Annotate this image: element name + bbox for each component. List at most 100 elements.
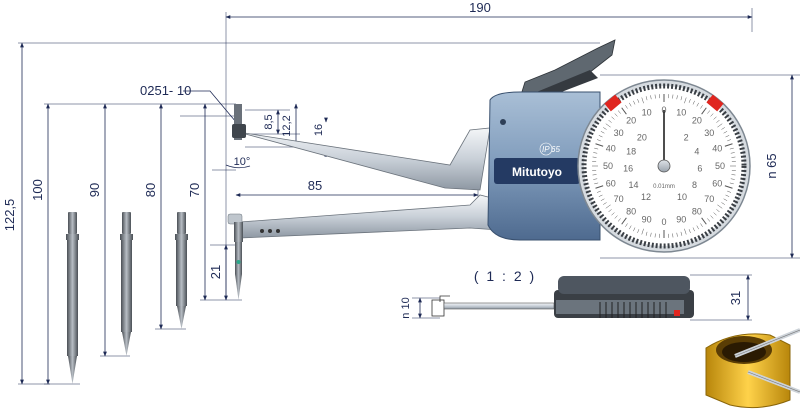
dial-number-inner: 14 xyxy=(628,180,638,190)
dial-tick xyxy=(603,202,607,205)
dial-tick xyxy=(595,185,604,189)
dial-tick xyxy=(595,143,604,147)
dial-tick xyxy=(710,113,714,117)
dial-tick xyxy=(641,228,644,235)
dial-number-outer: 30 xyxy=(704,128,714,138)
dial-number-outer: 40 xyxy=(712,144,722,154)
dim-overall-length: 190 xyxy=(469,0,491,15)
dial-tick xyxy=(592,156,597,158)
dial-tick xyxy=(603,127,607,130)
dial-tick xyxy=(692,227,695,232)
dial-number-outer: 20 xyxy=(626,116,636,126)
dial-tick xyxy=(614,215,618,219)
dial-tick xyxy=(731,156,736,158)
dim-12-2: 12,2 xyxy=(281,115,293,136)
dial-tick xyxy=(710,215,714,219)
dial-number-inner: 6 xyxy=(697,164,702,174)
dial-tick xyxy=(614,113,618,117)
dial-tick xyxy=(592,174,597,176)
tolerance-marker-right[interactable] xyxy=(706,94,724,112)
dim-height-90: 90 xyxy=(87,183,102,197)
dial-tick-marks xyxy=(592,94,736,238)
dial-tick xyxy=(645,231,648,236)
dial-tick xyxy=(724,185,733,189)
dial-number-outer: 90 xyxy=(642,214,652,224)
dim-height-100: 100 xyxy=(30,179,45,201)
contact-point-90 xyxy=(120,212,133,356)
dim-8-5: 8,5 xyxy=(263,114,275,129)
dial-tick xyxy=(696,225,699,230)
tolerance-marker-left[interactable] xyxy=(604,94,622,112)
dial-number-inner: 16 xyxy=(623,164,633,174)
dial-tick xyxy=(701,217,707,225)
dial-tick xyxy=(654,233,656,238)
dial-tick xyxy=(672,94,674,99)
dial-tick xyxy=(684,97,687,104)
dial-tick xyxy=(633,227,636,232)
dial-tick xyxy=(605,123,611,128)
dial-tick xyxy=(680,96,683,101)
dial-tick xyxy=(713,116,717,120)
side-view-knurl xyxy=(599,302,667,318)
dial-tick xyxy=(611,116,615,120)
dim-angle: 10° xyxy=(234,156,251,168)
dial-number-outer: 80 xyxy=(626,206,636,216)
dial-tick xyxy=(707,218,711,222)
lower-contact-tip xyxy=(234,222,243,300)
dial-tick xyxy=(688,98,691,103)
dial-tick xyxy=(700,105,703,109)
dial-tick xyxy=(641,97,644,104)
dial-tick xyxy=(717,123,723,128)
dial-number-inner: 12 xyxy=(641,192,651,202)
dial-tick xyxy=(594,147,599,150)
dial-tick xyxy=(692,100,695,105)
gauge-body: Mitutoyo IP 65 xyxy=(487,91,601,241)
dial-tick xyxy=(696,102,699,107)
dial-number-outer: 20 xyxy=(692,116,702,126)
dial-number-inner: 8 xyxy=(692,180,697,190)
dial-tick xyxy=(598,135,603,138)
dial-tick xyxy=(713,212,717,216)
dial-tick xyxy=(621,107,627,115)
dial-number-inner: 4 xyxy=(694,146,699,156)
contact-point-80 xyxy=(175,212,188,329)
dial-tick xyxy=(654,94,656,99)
dial-tick xyxy=(730,152,735,154)
dial-tick xyxy=(721,202,725,205)
dial-tick xyxy=(729,182,734,185)
dial-tick xyxy=(593,152,598,154)
dial-tick xyxy=(730,178,735,180)
dial-tick xyxy=(700,223,703,227)
dial-tick xyxy=(625,223,628,227)
dial-number-outer: 10 xyxy=(642,108,652,118)
dial-tick xyxy=(672,233,674,238)
dial-tick xyxy=(617,218,621,222)
dial-number-outer: 70 xyxy=(614,194,624,204)
scale-label: ( 1 : 2 ) xyxy=(474,268,536,284)
ip-rating-number: 65 xyxy=(551,145,560,154)
dim-16: 16 xyxy=(313,124,325,136)
dial-tick xyxy=(716,209,720,213)
dim-dial-height: n 65 xyxy=(764,153,779,178)
dial-number-outer: 10 xyxy=(676,108,686,118)
dial-numbers: 0010203040506070809010203040506070809024… xyxy=(603,105,725,227)
dial-tick xyxy=(600,131,605,134)
dial-tick xyxy=(723,198,728,201)
dial-tick xyxy=(637,229,640,234)
dial-tick xyxy=(724,143,733,147)
lower-arm xyxy=(227,194,501,239)
dial-number-outer: 60 xyxy=(712,178,722,188)
dial-tick xyxy=(723,131,728,134)
dial-tick xyxy=(608,209,612,213)
dial-number-outer: 90 xyxy=(676,214,686,224)
dial-tick xyxy=(688,229,691,234)
dial-tick xyxy=(725,194,730,197)
dial-tick xyxy=(598,194,603,197)
bore-measurement-illustration xyxy=(705,328,800,409)
dial-tick xyxy=(629,225,632,230)
dial-tick xyxy=(731,174,736,176)
dial-tick xyxy=(633,100,636,105)
dial-tick xyxy=(617,110,621,114)
dial-tick xyxy=(593,178,598,180)
